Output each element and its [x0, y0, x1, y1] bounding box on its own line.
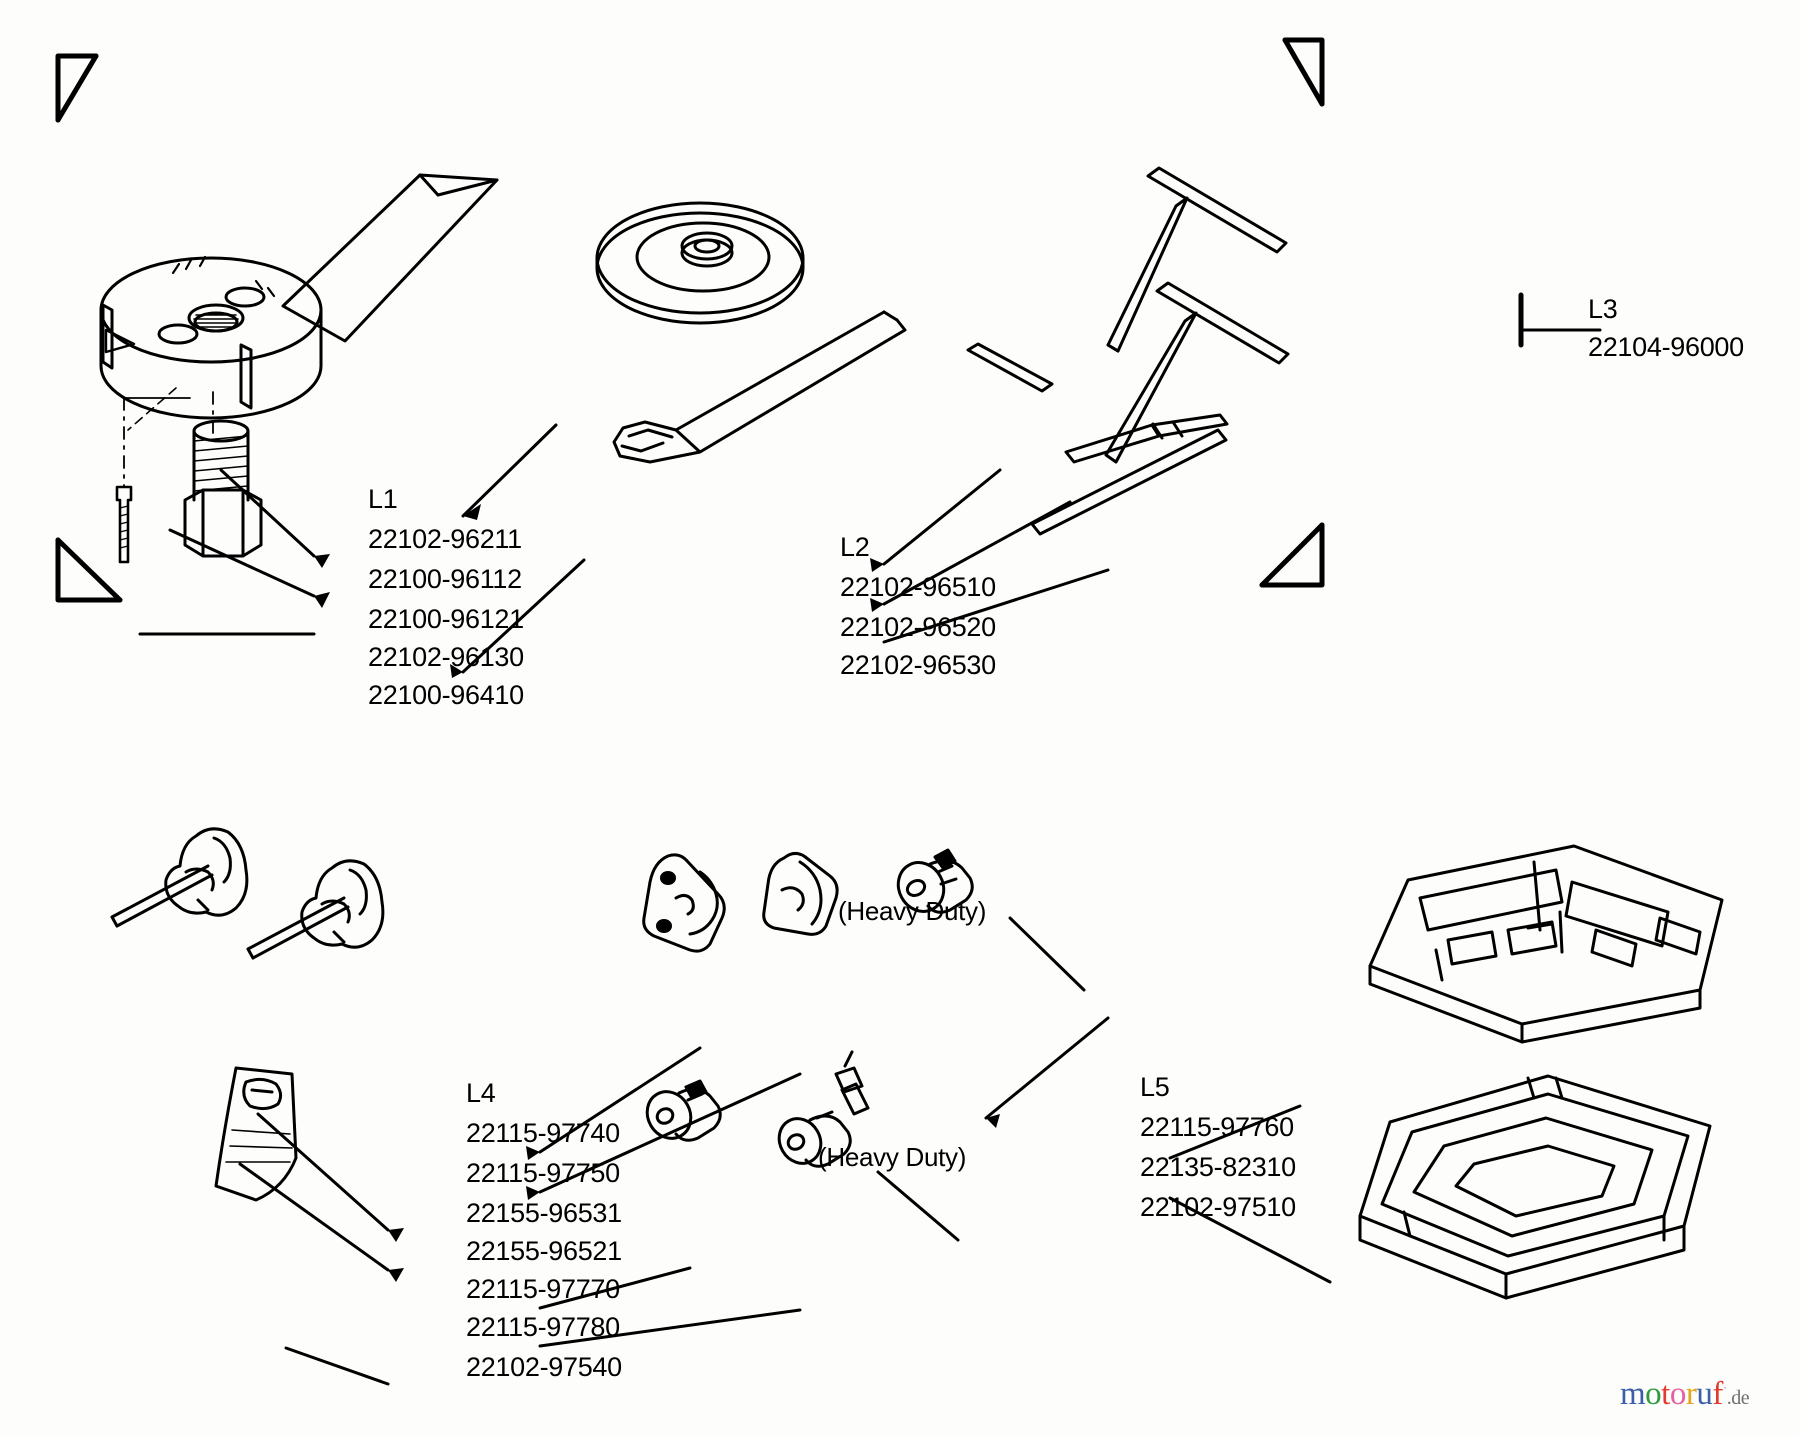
- part-number-l1-2: 22100-96121: [368, 604, 524, 634]
- part-heavy-duty-fitting-top: [896, 848, 974, 914]
- part-rod-with-sleeve: [1064, 413, 1229, 464]
- part-cap-bracket: [642, 853, 726, 953]
- group-label-l1: L1: [368, 484, 398, 514]
- group-label-l3: L3: [1588, 294, 1618, 324]
- part-hex-bolt: [183, 419, 263, 558]
- part-t-handle-wrench-1: [1106, 166, 1288, 353]
- part-t-socket-wrench-left: [110, 827, 249, 928]
- annotation-heavy-duty-top: (Heavy Duty): [838, 896, 987, 926]
- group-label-l4: L4: [466, 1078, 496, 1108]
- part-pulley-ring: [595, 201, 805, 325]
- watermark-tld: .de: [1726, 1387, 1750, 1409]
- part-number-l1-3: 22102-96130: [368, 642, 524, 672]
- part-number-l2-0: 22102-96510: [840, 572, 996, 602]
- part-number-l4-4: 22115-97770: [466, 1274, 620, 1304]
- part-t-handle-wrench-2: [1104, 281, 1290, 464]
- annotation-heavy-duty-bottom: (Heavy Duty): [818, 1142, 967, 1172]
- part-case-bottom-shell: [1358, 1074, 1712, 1300]
- part-number-l4-0: 22115-97740: [466, 1118, 620, 1148]
- part-heavy-duty-plug-left: [645, 1079, 722, 1142]
- watermark-letter-u: u: [1696, 1376, 1713, 1412]
- part-thin-rod-2: [1030, 428, 1228, 536]
- part-number-l1-0: 22102-96211: [368, 524, 522, 554]
- part-cap-cover: [762, 851, 839, 936]
- part-case-top-tray: [1368, 844, 1724, 1044]
- watermark-letter-m: m: [1620, 1376, 1646, 1412]
- part-number-l4-3: 22155-96521: [466, 1236, 622, 1266]
- watermark-dot: ·: [1722, 1380, 1727, 1395]
- part-number-l4-5: 22115-97780: [466, 1312, 620, 1342]
- part-scraper-plate: [214, 1066, 298, 1202]
- leader-arrowheads: [314, 504, 1000, 1282]
- part-round-holder-tool: [99, 255, 323, 420]
- leader-lines: [138, 423, 1332, 1386]
- centerline: [123, 391, 214, 488]
- part-t-socket-wrench-right: [246, 859, 385, 960]
- part-heavy-duty-plug-right: [777, 1050, 870, 1168]
- part-number-l4-1: 22115-97750: [466, 1158, 620, 1188]
- watermark-letter-o1: o: [1645, 1376, 1662, 1412]
- part-number-l2-1: 22102-96520: [840, 612, 996, 642]
- part-number-l4-2: 22155-96531: [466, 1198, 622, 1228]
- part-number-l2-2: 22102-96530: [840, 650, 996, 680]
- watermark-letter-o2: o: [1669, 1376, 1687, 1412]
- part-number-l5-2: 22102-97510: [1140, 1192, 1296, 1222]
- group-label-l5: L5: [1140, 1072, 1170, 1102]
- group-label-l2: L2: [840, 532, 870, 562]
- part-number-l1-4: 22100-96410: [368, 680, 524, 710]
- part-flat-bar: [281, 173, 499, 343]
- part-bent-hook-bar: [612, 310, 907, 464]
- watermark-letter-t: t: [1661, 1376, 1670, 1412]
- part-number-l5-0: 22115-97760: [1140, 1112, 1294, 1142]
- watermark-letter-f: f: [1712, 1376, 1723, 1412]
- part-number-l4-6: 22102-97540: [466, 1352, 622, 1382]
- motoruf-watermark: motoruf·.de: [1620, 1376, 1750, 1412]
- panel-corner-brackets-top: [55, 37, 1325, 603]
- part-number-l3-0: 22104-96000: [1588, 332, 1744, 362]
- part-number-l5-1: 22135-82310: [1140, 1152, 1296, 1182]
- watermark-letter-r: r: [1685, 1376, 1697, 1412]
- part-thin-rod-1: [966, 342, 1054, 393]
- part-number-l1-1: 22100-96112: [368, 564, 522, 594]
- part-small-screw: [115, 485, 133, 564]
